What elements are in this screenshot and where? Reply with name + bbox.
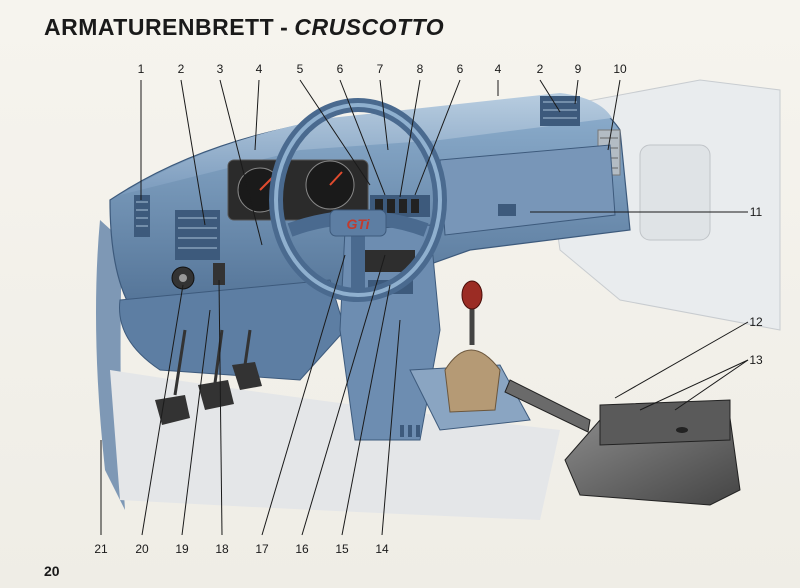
callout-numbers: 1 2 3 4 5 6 7 8 6 4 2 9 10 11 12 13 14 1… — [94, 62, 763, 556]
page-number: 20 — [44, 563, 60, 579]
gear-shifter — [409, 280, 531, 431]
callout-1: 1 — [138, 62, 145, 76]
callout-17: 17 — [255, 542, 269, 556]
callout-21: 21 — [94, 542, 108, 556]
callout-16: 16 — [295, 542, 309, 556]
callout-4b: 4 — [495, 62, 502, 76]
callout-5: 5 — [297, 62, 304, 76]
left-vent-inner — [175, 210, 220, 260]
right-vent — [540, 96, 580, 126]
glovebox-handle — [498, 204, 516, 216]
callout-6: 6 — [337, 62, 344, 76]
callout-10: 10 — [613, 62, 627, 76]
leader-lines — [100, 79, 749, 536]
radio-panel — [365, 250, 415, 272]
callout-12: 12 — [749, 315, 763, 329]
floor — [110, 370, 560, 520]
callout-8: 8 — [417, 62, 424, 76]
title-italian: CRUSCOTTO — [294, 14, 445, 40]
lower-dash — [119, 279, 346, 381]
callout-4: 4 — [256, 62, 263, 76]
callout-20: 20 — [135, 542, 149, 556]
console-vents — [400, 425, 420, 437]
title-german: ARMATURENBRETT — [44, 14, 275, 40]
callout-3: 3 — [217, 62, 224, 76]
callout-6b: 6 — [457, 62, 464, 76]
callout-14: 14 — [375, 542, 389, 556]
callout-9: 9 — [575, 62, 582, 76]
title-separator: - — [280, 14, 289, 40]
steering-hub — [329, 209, 387, 237]
dash-top — [120, 93, 612, 195]
callout-18: 18 — [215, 542, 229, 556]
pedals — [155, 329, 262, 425]
gti-badge: GTi — [346, 216, 370, 232]
callout-2b: 2 — [537, 62, 544, 76]
steering-wheel: GTi — [269, 98, 447, 302]
callout-19: 19 — [175, 542, 189, 556]
switch-panel — [370, 195, 430, 217]
handbrake-inset — [504, 379, 741, 506]
choke-knob — [213, 263, 225, 285]
left-vent-outer — [134, 195, 150, 237]
callout-15: 15 — [335, 542, 349, 556]
page-title: ARMATURENBRETT-CRUSCOTTO — [44, 14, 444, 41]
callout-11: 11 — [750, 205, 763, 219]
callout-7: 7 — [377, 62, 384, 76]
callout-2: 2 — [178, 62, 185, 76]
door-window-area — [639, 144, 711, 241]
callout-13: 13 — [749, 353, 763, 367]
